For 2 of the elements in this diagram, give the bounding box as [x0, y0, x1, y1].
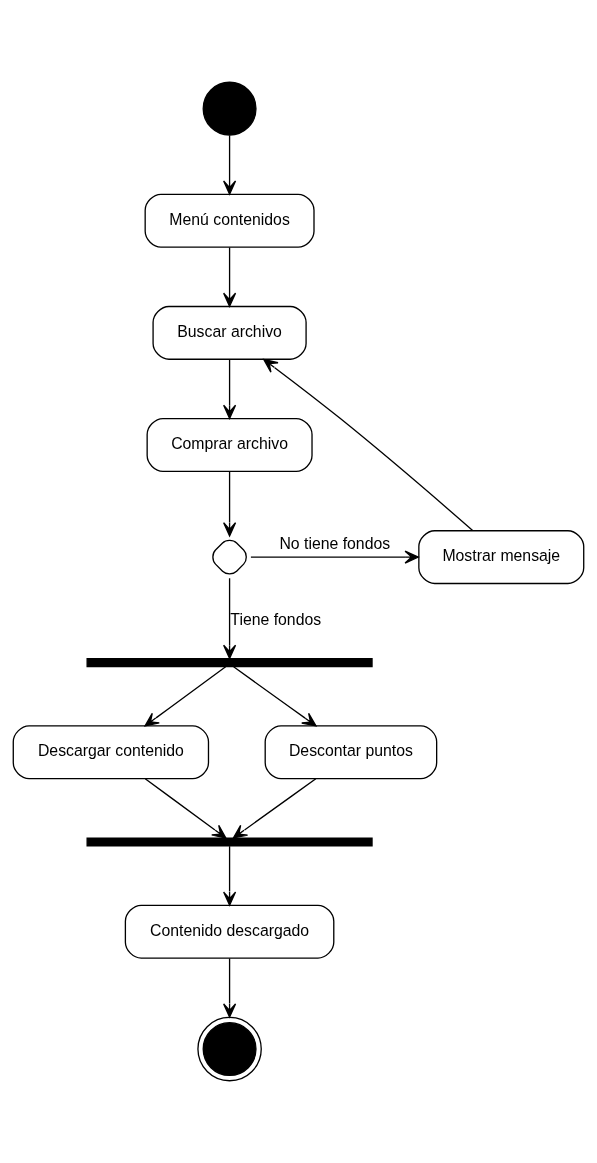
edge-label: No tiene fondos [279, 534, 391, 552]
edge-label: Tiene fondos [230, 611, 322, 629]
